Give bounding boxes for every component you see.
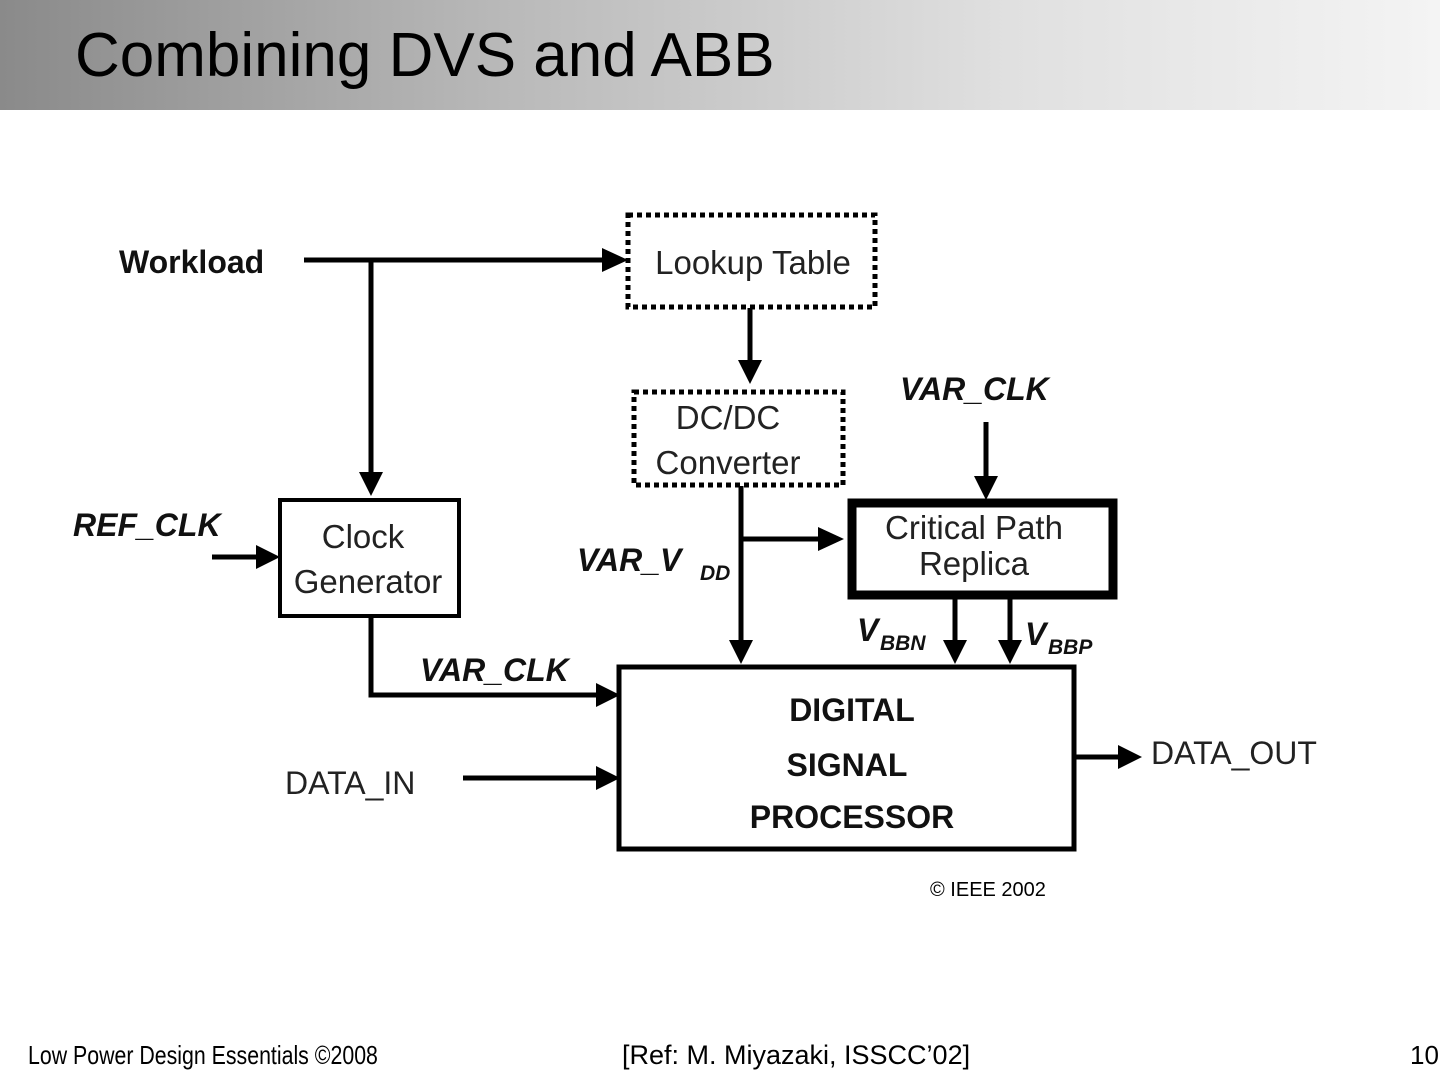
vbbp-subscript: BBP <box>1048 636 1093 659</box>
clock-generator-block <box>278 498 461 618</box>
title-bar: Combining DVS and ABB <box>0 0 1440 110</box>
copyright-notice: © IEEE 2002 <box>930 879 1046 901</box>
vbbn-arrow <box>943 598 967 664</box>
refclk-to-clockgen-arrow <box>212 545 280 569</box>
var-vdd-label: VAR_V DD <box>577 542 730 585</box>
clockgen-to-dsp-arrow <box>368 617 620 707</box>
vbbp-main: V <box>1025 616 1049 652</box>
varclk-to-cpr-arrow <box>974 422 998 500</box>
ref-clk-label: REF_CLK <box>73 507 223 543</box>
var-vdd-main: VAR_V <box>577 542 684 578</box>
dsp-to-dataout-arrow <box>1075 745 1142 769</box>
critical-path-replica-block <box>847 498 1118 600</box>
footer-reference: [Ref: M. Miyazaki, ISSCC’02] <box>622 1040 971 1070</box>
dcdc-label-line2: Converter <box>656 444 801 481</box>
cpr-label-line2: Replica <box>919 545 1030 582</box>
footer-slide-number: 10. <box>1410 1040 1440 1070</box>
lookup-to-dcdc-arrow <box>738 308 762 384</box>
workload-to-lookup-arrow <box>304 248 628 272</box>
workload-label: Workload <box>119 244 264 280</box>
dsp-block <box>616 664 1077 852</box>
vdd-to-cpr-arrow <box>741 527 844 551</box>
datain-to-dsp-arrow <box>463 766 620 790</box>
dsp-label-line1: DIGITAL <box>789 692 915 728</box>
workload-to-clockgen-arrow <box>359 260 383 496</box>
footer-course-credit: Low Power Design Essentials ©2008 <box>28 1040 378 1070</box>
lookup-table-block <box>625 212 878 310</box>
slide-title: Combining DVS and ABB <box>75 21 775 90</box>
vbbn-subscript: BBN <box>880 632 926 655</box>
clockgen-label-line1: Clock <box>322 518 405 555</box>
clockgen-label-line2: Generator <box>294 563 443 600</box>
vbbn-main: V <box>857 612 881 648</box>
lookup-table-label: Lookup Table <box>655 244 851 281</box>
cpr-label-line1: Critical Path <box>885 509 1063 546</box>
var-clk-mid-label: VAR_CLK <box>420 652 572 688</box>
data-out-label: DATA_OUT <box>1151 735 1317 771</box>
vbbn-label: V BBN <box>857 612 926 655</box>
dcdc-label-line1: DC/DC <box>676 399 781 436</box>
vbbp-label: V BBP <box>1025 616 1093 659</box>
vdd-to-dsp-arrow <box>729 486 753 664</box>
dcdc-converter-block <box>631 389 846 488</box>
var-vdd-subscript: DD <box>700 562 730 585</box>
data-in-label: DATA_IN <box>285 765 415 801</box>
vbbp-arrow <box>998 598 1022 664</box>
dsp-label-line2: SIGNAL <box>787 747 908 783</box>
var-clk-top-label: VAR_CLK <box>900 371 1052 407</box>
dsp-label-line3: PROCESSOR <box>750 799 954 835</box>
